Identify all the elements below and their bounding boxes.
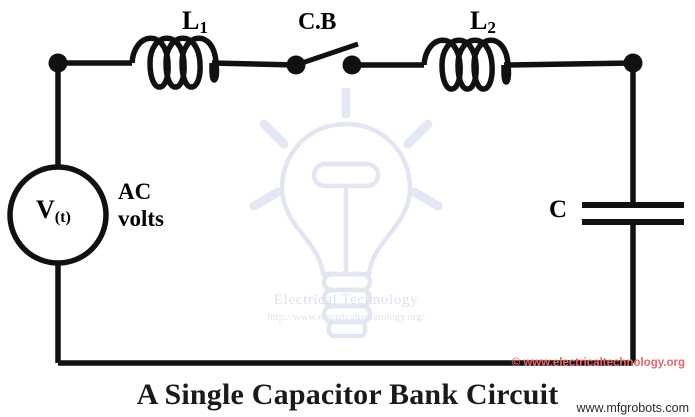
site-credit: www.mfgrobots.com	[576, 401, 689, 415]
inductor-l1-label: L1	[182, 6, 208, 37]
copyright-notice: © www.electricaltechnology.org	[511, 357, 685, 369]
capacitor-label: C	[549, 196, 568, 223]
wire-l2-to-topright	[503, 60, 634, 68]
node-dot-top-right	[623, 53, 643, 73]
circuit-breaker-blade	[295, 41, 359, 68]
diagram-caption: A Single Capacitor Bank Circuit	[136, 378, 559, 411]
source-symbol-label: V(t)	[36, 195, 71, 227]
inductor-l1-coil	[129, 35, 220, 90]
node-dot-cb-right	[342, 55, 362, 75]
node-dot-top-left	[48, 53, 68, 73]
node-dot-cb-left	[286, 55, 306, 75]
wire-l1-to-cb	[211, 60, 297, 68]
circuit-breaker-label: C.B	[298, 9, 336, 35]
inductor-l2-coil	[421, 37, 512, 92]
inductor-l2-label: L2	[470, 6, 496, 37]
